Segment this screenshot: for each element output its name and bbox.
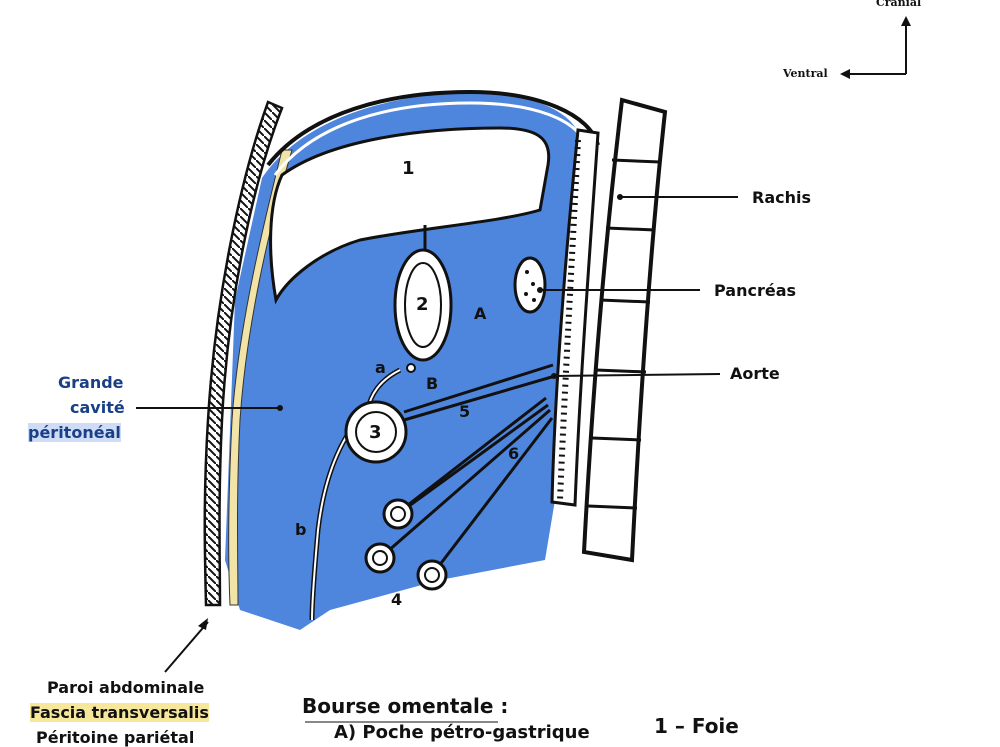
legend-title: Bourse omentale : [302, 694, 509, 718]
marker-b: b [295, 520, 307, 539]
aorta [550, 128, 600, 507]
marker-2: 2 [416, 294, 429, 315]
aorte-label: Aorte [730, 364, 780, 383]
orientation-axes [846, 22, 907, 75]
rachis-label: Rachis [752, 188, 811, 207]
marker-B: B [426, 374, 439, 393]
grande-cavite-line-2: cavité [70, 398, 125, 417]
legend-item-a: A) Poche pétro-gastrique [334, 722, 590, 743]
transverse-mesocolon [403, 363, 554, 414]
liver [269, 126, 551, 305]
marker-A: A [474, 304, 487, 323]
marker-a: a [375, 358, 386, 377]
spine [581, 97, 668, 563]
cranial-label: Cranial [876, 0, 922, 9]
legend-item-1: 1 – Foie [654, 714, 739, 738]
fascia-label: Fascia transversalis [30, 703, 209, 722]
marker-4: 4 [391, 590, 403, 609]
marker-5: 5 [459, 402, 471, 421]
marker-6: 6 [508, 444, 520, 463]
mesentery [379, 396, 554, 576]
peritoneal-arch [266, 89, 600, 167]
pancreas-label: Pancréas [714, 281, 797, 300]
paroi-label: Paroi abdominale [47, 678, 205, 697]
abdominal-wall [203, 100, 284, 607]
pancreas [513, 256, 547, 314]
marker-3: 3 [369, 422, 382, 443]
marker-1: 1 [402, 158, 415, 179]
fascia-transversalis-band [228, 149, 293, 606]
ventral-label: Ventral [783, 67, 828, 80]
peritoine-label: Péritoine pariétal [36, 728, 195, 747]
grande-cavite-line-3: péritonéal [28, 423, 121, 442]
grande-cavite-line-1: Grande [58, 373, 124, 392]
small-bowel-loops [364, 498, 448, 591]
transverse-colon [344, 400, 408, 464]
